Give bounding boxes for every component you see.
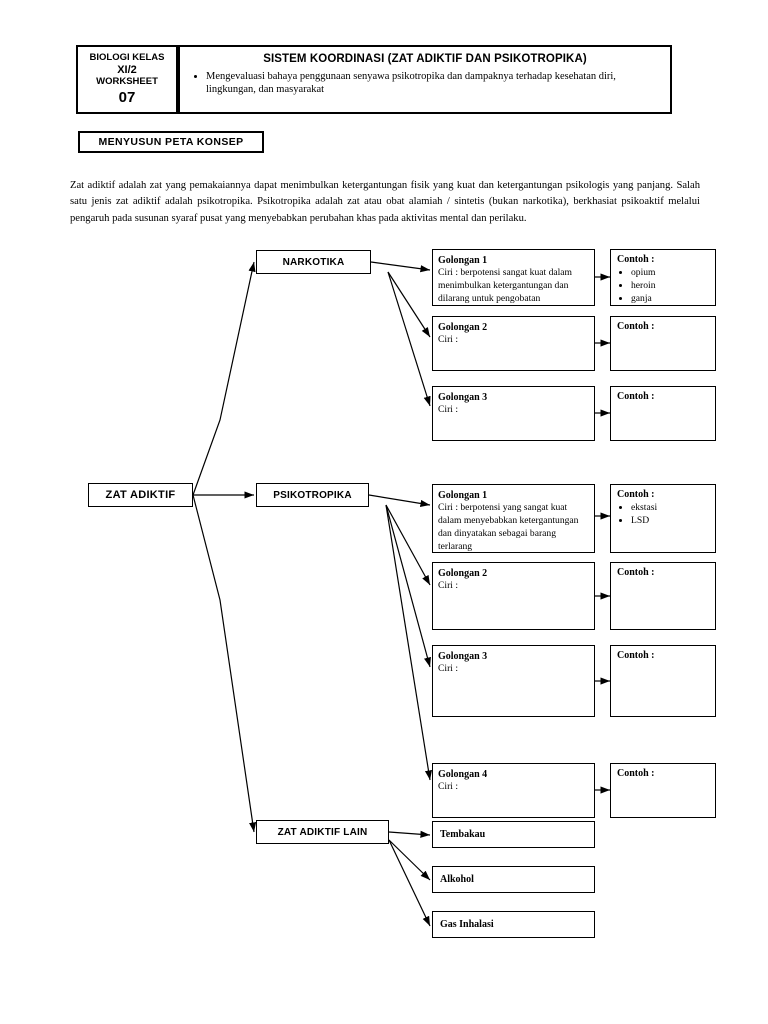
contoh-item: heroin bbox=[631, 280, 709, 293]
contoh-item: opium bbox=[631, 267, 709, 280]
meta-line-class: XI/2 bbox=[117, 64, 137, 77]
node-tembakau-label: Tembakau bbox=[440, 829, 486, 840]
contoh-title: Contoh : bbox=[617, 489, 655, 500]
node-psikotropika-golongan-1: Golongan 1 Ciri : berpotensi yang sangat… bbox=[432, 484, 595, 553]
meta-line-worksheet: WORKSHEET bbox=[96, 75, 158, 87]
page-title: SISTEM KOORDINASI (ZAT ADIKTIF DAN PSIKO… bbox=[263, 53, 587, 65]
node-psikotropika-contoh-1: Contoh : ekstasi LSD bbox=[610, 484, 716, 553]
contoh-title: Contoh : bbox=[617, 768, 655, 779]
golongan-ciri: Ciri : bbox=[438, 334, 458, 345]
node-psikotropika-label: PSIKOTROPIKA bbox=[273, 489, 352, 501]
worksheet-title-box: SISTEM KOORDINASI (ZAT ADIKTIF DAN PSIKO… bbox=[178, 45, 672, 114]
golongan-ciri: Ciri : bbox=[438, 663, 458, 674]
contoh-list: opium heroin ganja bbox=[617, 267, 709, 306]
contoh-title: Contoh : bbox=[617, 391, 655, 402]
intro-paragraph: Zat adiktif adalah zat yang pemakaiannya… bbox=[70, 180, 700, 224]
node-narkotika-golongan-3: Golongan 3 Ciri : bbox=[432, 386, 595, 441]
node-psikotropika-contoh-2: Contoh : bbox=[610, 562, 716, 630]
golongan-ciri: Ciri : berpotensi yang sangat kuat dalam… bbox=[438, 502, 579, 552]
meta-line-number: 07 bbox=[118, 88, 136, 106]
contoh-title: Contoh : bbox=[617, 567, 655, 578]
node-gas-inhalasi: Gas Inhalasi bbox=[432, 911, 595, 938]
contoh-item: ganja bbox=[631, 293, 709, 306]
golongan-ciri: Ciri : bbox=[438, 580, 458, 591]
golongan-title: Golongan 3 bbox=[438, 392, 488, 403]
node-narkotika-golongan-2: Golongan 2 Ciri : bbox=[432, 316, 595, 371]
golongan-ciri: Ciri : bbox=[438, 404, 458, 415]
contoh-item: ekstasi bbox=[631, 502, 709, 515]
contoh-title: Contoh : bbox=[617, 650, 655, 661]
meta-line-subject: BIOLOGI KELAS bbox=[89, 52, 165, 64]
objective-item: Mengevaluasi bahaya penggunaan senyawa p… bbox=[206, 70, 662, 97]
golongan-ciri: Ciri : berpotensi sangat kuat dalam meni… bbox=[438, 267, 573, 304]
golongan-ciri: Ciri : bbox=[438, 781, 458, 792]
golongan-title: Golongan 1 bbox=[438, 490, 488, 501]
node-psikotropika-contoh-3: Contoh : bbox=[610, 645, 716, 717]
worksheet-meta-box: BIOLOGI KELAS XI/2 WORKSHEET 07 bbox=[76, 45, 178, 114]
golongan-title: Golongan 3 bbox=[438, 651, 488, 662]
node-narkotika-golongan-1: Golongan 1 Ciri : berpotensi sangat kuat… bbox=[432, 249, 595, 306]
section-heading-label: MENYUSUN PETA KONSEP bbox=[98, 136, 244, 148]
node-tembakau: Tembakau bbox=[432, 821, 595, 848]
contoh-item: LSD bbox=[631, 515, 709, 528]
golongan-title: Golongan 2 bbox=[438, 322, 488, 333]
objective-list: Mengevaluasi bahaya penggunaan senyawa p… bbox=[188, 70, 662, 97]
node-zat-adiktif-lain-label: ZAT ADIKTIF LAIN bbox=[277, 826, 368, 838]
golongan-title: Golongan 4 bbox=[438, 769, 488, 780]
node-narkotika-contoh-3: Contoh : bbox=[610, 386, 716, 441]
section-heading-box: MENYUSUN PETA KONSEP bbox=[78, 131, 264, 153]
node-root: ZAT ADIKTIF bbox=[88, 483, 193, 507]
node-narkotika: NARKOTIKA bbox=[256, 250, 371, 274]
node-psikotropika-golongan-2: Golongan 2 Ciri : bbox=[432, 562, 595, 630]
node-narkotika-contoh-2: Contoh : bbox=[610, 316, 716, 371]
node-psikotropika-golongan-3: Golongan 3 Ciri : bbox=[432, 645, 595, 717]
contoh-list: ekstasi LSD bbox=[617, 502, 709, 528]
node-zat-adiktif-lain: ZAT ADIKTIF LAIN bbox=[256, 820, 389, 844]
contoh-title: Contoh : bbox=[617, 321, 655, 332]
golongan-title: Golongan 1 bbox=[438, 255, 488, 266]
node-alkohol: Alkohol bbox=[432, 866, 595, 893]
node-alkohol-label: Alkohol bbox=[440, 874, 474, 885]
node-narkotika-contoh-1: Contoh : opium heroin ganja bbox=[610, 249, 716, 306]
node-psikotropika: PSIKOTROPIKA bbox=[256, 483, 369, 507]
contoh-title: Contoh : bbox=[617, 254, 655, 265]
node-gas-inhalasi-label: Gas Inhalasi bbox=[440, 919, 494, 930]
node-psikotropika-golongan-4: Golongan 4 Ciri : bbox=[432, 763, 595, 818]
node-psikotropika-contoh-4: Contoh : bbox=[610, 763, 716, 818]
golongan-title: Golongan 2 bbox=[438, 568, 488, 579]
node-narkotika-label: NARKOTIKA bbox=[282, 256, 345, 268]
node-root-label: ZAT ADIKTIF bbox=[105, 489, 176, 501]
